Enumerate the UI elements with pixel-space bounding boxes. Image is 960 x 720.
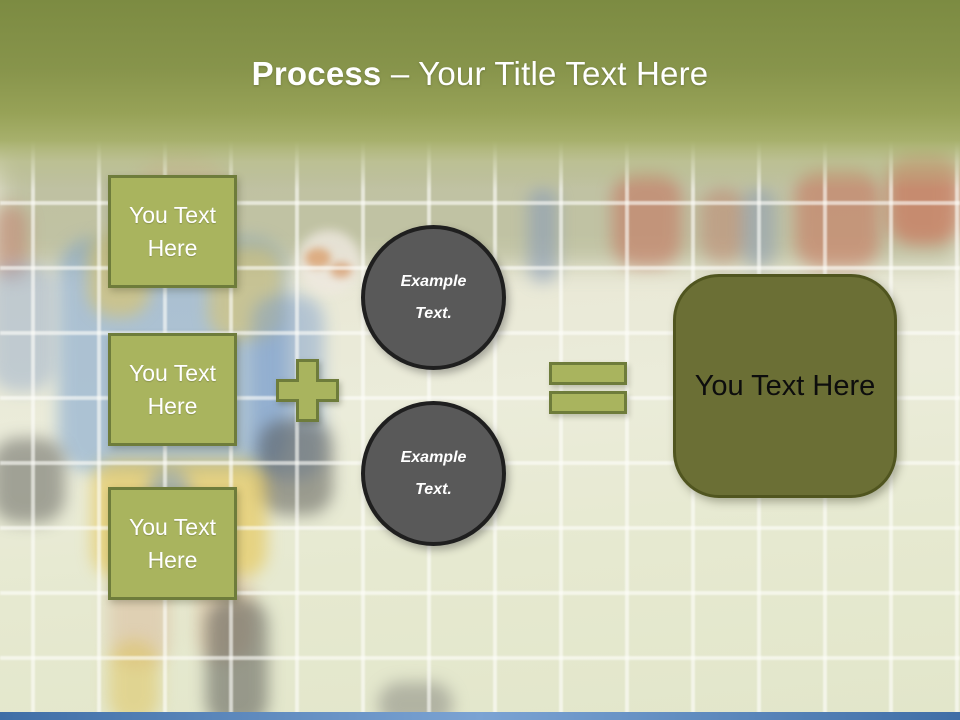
text-box-3[interactable]: You Text Here bbox=[108, 487, 237, 600]
plus-icon[interactable] bbox=[276, 359, 339, 422]
title-keyword: Process bbox=[251, 55, 382, 92]
title-rest: – Your Title Text Here bbox=[381, 55, 709, 92]
equals-icon[interactable] bbox=[549, 362, 627, 414]
text-box-3-label: You Text Here bbox=[129, 514, 216, 573]
header-gradient bbox=[0, 0, 960, 195]
text-box-1-label: You Text Here bbox=[129, 202, 216, 261]
example-circle-1[interactable]: Example Text. bbox=[361, 225, 506, 370]
result-box-label: You Text Here bbox=[694, 369, 876, 402]
slide-title[interactable]: Process – Your Title Text Here bbox=[0, 55, 960, 93]
text-box-2-label: You Text Here bbox=[129, 360, 216, 419]
equals-bar-top bbox=[549, 362, 627, 385]
example-circle-2-label: Example Text. bbox=[400, 449, 467, 498]
text-box-1[interactable]: You Text Here bbox=[108, 175, 237, 288]
equals-bar-bottom bbox=[549, 391, 627, 414]
footer-bar bbox=[0, 712, 960, 720]
example-circle-2[interactable]: Example Text. bbox=[361, 401, 506, 546]
result-box[interactable]: You Text Here bbox=[673, 274, 897, 498]
example-circle-1-label: Example Text. bbox=[400, 273, 467, 322]
text-box-2[interactable]: You Text Here bbox=[108, 333, 237, 446]
